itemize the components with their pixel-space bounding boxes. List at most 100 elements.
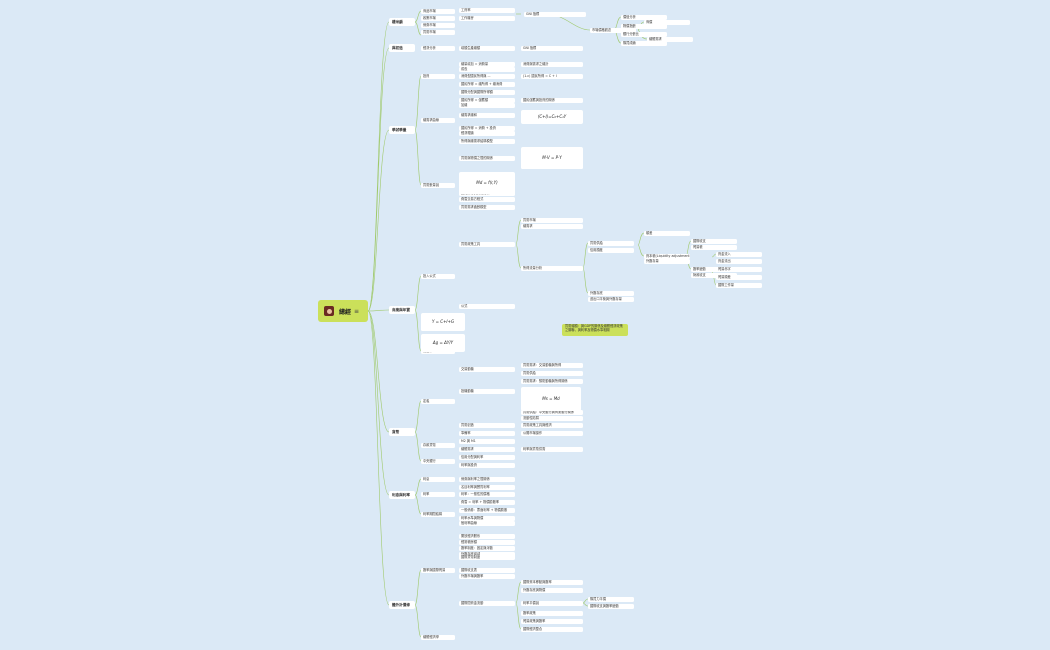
root-node[interactable]: 總經 ≡ xyxy=(318,300,368,322)
topic-node[interactable]: 利率平價說 xyxy=(521,600,583,606)
topic-node[interactable]: 貿易順差 xyxy=(716,274,762,280)
topic-node[interactable]: 利息 xyxy=(421,476,455,482)
topic-node[interactable]: 貨幣供給：中央銀行與商業銀行關係 xyxy=(521,409,583,415)
topic-node[interactable]: 貨幣需求：交易動機與所得 xyxy=(521,362,583,368)
topic-node[interactable]: 外匯存量 xyxy=(644,258,690,264)
topic-node[interactable]: 定義 xyxy=(421,398,455,404)
branch-b3[interactable]: 學試學量 xyxy=(389,126,415,134)
topic-node[interactable]: 國際間資金流動 xyxy=(459,600,515,606)
branch-b1[interactable]: 樓米顧 xyxy=(389,18,415,26)
topic-node[interactable]: 總體需求 xyxy=(459,446,515,452)
topic-node[interactable]: 利率期間結構 xyxy=(421,511,455,517)
topic-node[interactable]: M2 與 M1 xyxy=(459,438,515,444)
topic-node[interactable]: 公開市場操作 xyxy=(521,430,583,436)
topic-node[interactable]: 存款貨幣 xyxy=(421,442,455,448)
topic-node[interactable]: 國民儲蓄與投資的關係 xyxy=(521,97,583,103)
topic-node[interactable]: 貨幣政策工具與經濟 xyxy=(521,422,583,428)
branch-b5[interactable]: 貨幣 xyxy=(389,428,415,436)
topic-node[interactable]: 國民所得 = 消費 + 投資 xyxy=(459,125,515,131)
topic-node[interactable]: 信用分配與利率 xyxy=(459,454,515,460)
formula-image[interactable]: Y = C+I+G xyxy=(421,313,465,331)
topic-node[interactable]: 貨幣供給 xyxy=(588,240,634,246)
topic-node[interactable]: 財政收支 xyxy=(691,272,737,278)
topic-node[interactable]: 購買成績 xyxy=(621,40,667,46)
topic-node[interactable]: 投機動機 xyxy=(459,388,515,394)
topic-node[interactable]: 總體需求 xyxy=(647,36,693,42)
formula-image[interactable]: (C+I)=C₀+C₁Y xyxy=(521,110,583,124)
topic-node[interactable]: 貨幣需求函數模型 xyxy=(459,204,515,210)
topic-node[interactable]: 所得流量分析 xyxy=(521,265,583,271)
topic-node[interactable]: 成長 xyxy=(459,66,515,72)
topic-node[interactable]: 加總 xyxy=(459,102,515,108)
topic-node[interactable]: 殖利率曲線 xyxy=(459,520,515,526)
topic-node[interactable]: 經濟理論 xyxy=(459,130,515,136)
topic-node[interactable]: 國際收支表 xyxy=(459,567,515,573)
topic-node[interactable]: 銀行分數比 xyxy=(621,31,667,37)
topic-node[interactable]: 準備率 xyxy=(459,430,515,436)
topic-node[interactable]: 國民所得 = 儲蓄額 xyxy=(459,97,515,103)
topic-node[interactable]: 國際經濟整合 xyxy=(521,626,583,632)
topic-node[interactable]: 利率水準與物價 xyxy=(459,515,515,521)
topic-node[interactable]: 國際資本移動與匯率 xyxy=(521,579,583,585)
topic-node[interactable]: 貨幣數量說 xyxy=(421,182,455,188)
topic-node[interactable]: 流動性陷阱 xyxy=(521,415,583,421)
topic-node[interactable]: 國際收支 xyxy=(691,238,737,244)
topic-node[interactable]: 外匯市場與匯率 xyxy=(459,573,515,579)
topic-node[interactable]: 工資率 xyxy=(459,7,515,13)
branch-b7[interactable]: 體外計價修 xyxy=(389,601,415,609)
topic-node[interactable]: 投資 xyxy=(421,73,455,79)
topic-node[interactable]: 總需求 xyxy=(521,223,583,229)
topic-node[interactable]: 總體經濟學 xyxy=(421,634,455,640)
topic-node[interactable]: 債券與利率之間關係 xyxy=(459,476,515,482)
topic-node[interactable]: 名目利率與實質利率 xyxy=(459,484,515,490)
topic-node[interactable]: 總需求曲線 xyxy=(421,117,455,123)
topic-node[interactable]: 價值分析 xyxy=(621,14,667,20)
topic-node[interactable]: 購買力平價 xyxy=(588,596,634,602)
formula-image[interactable]: Δg = ΔY/Y xyxy=(421,334,465,352)
topic-node[interactable]: 順差 xyxy=(644,230,690,236)
topic-node[interactable]: 利率 xyxy=(421,491,455,497)
topic-node[interactable]: 資金流出 xyxy=(716,258,762,264)
topic-node[interactable]: 消費型國民所得與 ... xyxy=(459,73,515,79)
topic-node[interactable]: GNI 指標 xyxy=(524,11,586,17)
topic-node[interactable]: 中央銀行 xyxy=(421,458,455,464)
topic-node[interactable]: 信用額度 xyxy=(588,247,634,253)
topic-node[interactable]: 貨幣市場 xyxy=(421,29,455,35)
topic-node[interactable]: 資金流入 xyxy=(716,251,762,257)
topic-node[interactable]: 貨幣與物價之間的關係 xyxy=(459,155,515,161)
topic-node[interactable]: 匯率變動 xyxy=(691,266,737,272)
topic-node[interactable]: 國際分配與國際所得額 xyxy=(459,89,515,95)
topic-node[interactable]: 資本帳(Liquidity adjustment) xyxy=(644,253,690,259)
topic-node[interactable]: 一般債券：票面利率 + 物價膨脹 xyxy=(459,507,515,513)
topic-node[interactable]: 物價指數 xyxy=(621,23,667,29)
topic-node[interactable]: 工作機會 xyxy=(459,15,515,21)
topic-node[interactable]: 貨幣需求：預防動機與所得關係 xyxy=(521,378,583,384)
topic-node[interactable]: 費雪 = 利率 + 物價膨脹率 xyxy=(459,499,515,505)
topic-node[interactable]: GNI 指標 xyxy=(521,45,583,51)
highlight-note[interactable]: 貨幣總額：與GDP的關係及總體經濟政策之關聯，與利率及物價水準相關 xyxy=(562,324,628,336)
branch-b4[interactable]: 商業與年實 xyxy=(389,306,415,314)
topic-node[interactable]: 利率與投資 xyxy=(459,462,515,468)
topic-node[interactable]: 公式 xyxy=(459,303,515,309)
topic-node[interactable]: 貨幣市場 xyxy=(521,217,583,223)
topic-node[interactable]: 進出口平衡與外匯存量 xyxy=(588,296,634,302)
topic-node[interactable]: 總量增加 = 消費量 xyxy=(459,61,515,67)
topic-node[interactable]: 貨幣供給 xyxy=(521,370,583,376)
topic-node[interactable]: 投入公式 xyxy=(421,273,455,279)
topic-node[interactable]: 國民所得 = 總所得 + 總消費 xyxy=(459,81,515,87)
topic-node[interactable]: 經濟分析 xyxy=(421,45,455,51)
branch-b2[interactable]: 與初造 xyxy=(389,44,415,52)
topic-node[interactable]: 貿易赤字 xyxy=(716,266,762,272)
topic-node[interactable]: 交易動機 xyxy=(459,366,515,372)
topic-node[interactable]: 費雪交易方程式 xyxy=(459,196,515,202)
topic-node[interactable]: 匯率與國際貿易 xyxy=(421,567,455,573)
topic-node[interactable]: 貨幣創造 xyxy=(459,422,515,428)
topic-node[interactable]: 外匯存底 xyxy=(588,290,634,296)
formula-image[interactable]: Ms = Md xyxy=(521,387,581,411)
topic-node[interactable]: 增額生產總額 xyxy=(459,45,515,51)
topic-node[interactable]: 利率：一般性的價格 xyxy=(459,491,515,497)
topic-node[interactable]: 債券市場 xyxy=(421,22,455,28)
topic-node[interactable]: 商品市場 xyxy=(421,8,455,14)
topic-node[interactable]: 國際貨幣制度 xyxy=(459,554,515,560)
formula-image[interactable]: Md = f(r,Y) xyxy=(459,172,515,194)
